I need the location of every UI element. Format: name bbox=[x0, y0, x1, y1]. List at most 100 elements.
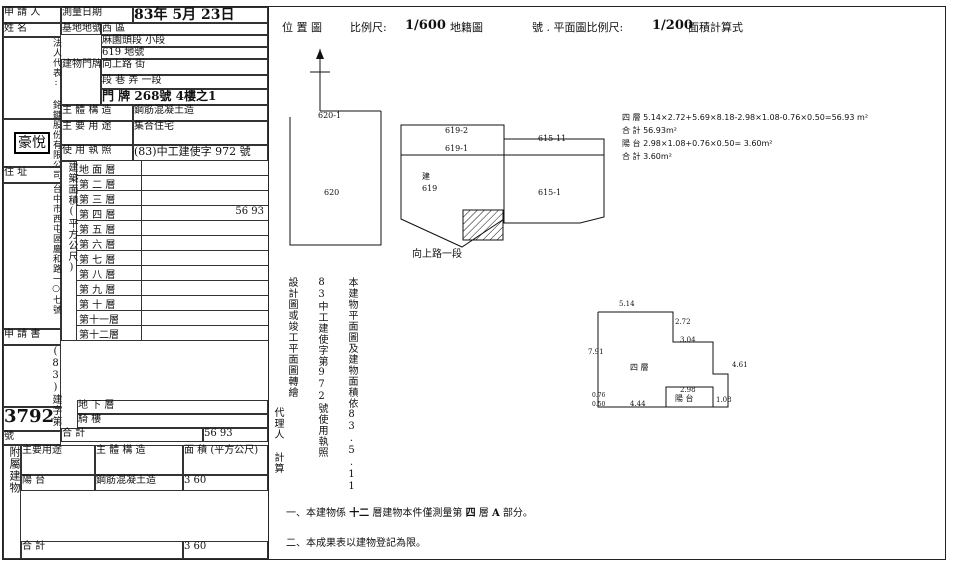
building-area-label: 建築面積(平方公尺) bbox=[61, 161, 77, 341]
building-survey-sheet: 申 請 人 姓 名 測量日期 83年 5月 23日 基地地號 西 區 麻園頭段 … bbox=[2, 6, 946, 560]
address-label: 住 址 bbox=[3, 167, 61, 183]
area-calc-label: 面積計算式 bbox=[688, 21, 743, 34]
floor-label: 第 九 層 bbox=[77, 281, 142, 296]
calc-line: 合 計 56.93m² bbox=[622, 126, 677, 135]
lot-619: 619 bbox=[422, 184, 438, 193]
survey-date-label: 測量日期 bbox=[61, 7, 133, 23]
dim-b4: 0.76 bbox=[592, 392, 606, 399]
annex-row-area: 3 60 bbox=[183, 475, 268, 491]
base-land-label: 基地地號 bbox=[61, 23, 102, 35]
applicant-seal: 豪悅 bbox=[3, 119, 61, 167]
floor-row: 第 六 層 bbox=[77, 236, 268, 251]
annex-row-structure: 鋼筋混凝土造 bbox=[95, 475, 183, 491]
agent-text: 代理人 計算 bbox=[272, 407, 283, 474]
dim-r2: 3.04 bbox=[680, 336, 696, 344]
floor-row: 第 三 層 bbox=[77, 191, 268, 206]
floor-row: 第 十 層 bbox=[77, 296, 268, 311]
applicant-name-vertical: 法人代表: 銘鍵股份有限公司 bbox=[3, 37, 61, 180]
annex-total-label: 合 計 bbox=[21, 541, 183, 559]
road-row: 向上路 街 bbox=[101, 59, 268, 75]
lot-619-2: 619-2 bbox=[445, 126, 469, 135]
floor-area bbox=[142, 281, 268, 295]
land-no-row: 619 地號 bbox=[101, 47, 268, 59]
floor-label: 地 面 層 bbox=[77, 161, 142, 176]
floor-label: 第 十 層 bbox=[77, 296, 142, 311]
floor-row: 第 五 層 bbox=[77, 221, 268, 236]
lane-row: 段 巷 弄 一段 bbox=[101, 75, 268, 89]
dim-b5: 0.50 bbox=[592, 401, 606, 408]
vertical-note-1: 設計圖或竣工平面圖轉繪 bbox=[286, 277, 297, 398]
floor-area bbox=[142, 296, 268, 310]
floor-row: 第 九 層 bbox=[77, 281, 268, 296]
floor-label: 第 五 層 bbox=[77, 221, 142, 236]
area-calculation: 四 層 5.14×2.72+5.69×8.18-2.98×1.08-0.76×0… bbox=[622, 111, 942, 163]
plan-scale: 1/200 bbox=[652, 18, 693, 33]
floor-label: 第 八 層 bbox=[77, 266, 142, 281]
balcony-label: 陽 台 bbox=[675, 394, 694, 403]
main-use-value: 集合住宅 bbox=[133, 121, 268, 145]
annex-use-label: 主要用途 bbox=[21, 445, 95, 475]
floor-label: 第 三 層 bbox=[77, 191, 142, 206]
floor-area bbox=[142, 236, 268, 250]
main-use-label: 主 要 用 途 bbox=[61, 121, 133, 145]
footnote-1: 一、本建物係 十二 層建物本件僅測量第 四 層 A 部分。 bbox=[286, 508, 533, 519]
lot-615-1: 615-1 bbox=[538, 188, 562, 197]
survey-info-table: 申 請 人 姓 名 測量日期 83年 5月 23日 基地地號 西 區 麻園頭段 … bbox=[3, 7, 269, 559]
basement-label: 地 下 層 bbox=[77, 400, 268, 414]
floor-area bbox=[142, 221, 268, 235]
floor-label: 第 七 層 bbox=[77, 251, 142, 266]
main-structure-label: 主 體 構 造 bbox=[61, 105, 133, 121]
floor-row: 第 七 層 bbox=[77, 251, 268, 266]
plan-drawing-area: 位 置 圖 比例尺: 1/600 地籍圖 號 . 平面圖比例尺: 1/200 面… bbox=[270, 7, 945, 559]
build-mark: 建 bbox=[422, 172, 430, 181]
annex-area-label: 面 積 (平方公尺) bbox=[183, 445, 268, 475]
location-ref: 地籍圖 bbox=[450, 21, 483, 34]
door-row: 門 牌 268號 4樓之1 bbox=[101, 89, 268, 105]
total-area: 56 93 bbox=[203, 428, 268, 442]
lot-620: 620 bbox=[324, 188, 340, 197]
application-label: 申 請 書 bbox=[3, 329, 61, 345]
plan-label: 號 . 平面圖比例尺: bbox=[532, 21, 624, 34]
lot-619-1: 619-1 bbox=[445, 144, 469, 153]
road-label: 向上路一段 bbox=[412, 249, 462, 260]
floor-row: 第十一層 bbox=[77, 311, 268, 326]
application-no-vertical: (83)建字第 bbox=[3, 345, 61, 427]
permit-value: (83)中工建使字 972 號 bbox=[133, 145, 268, 161]
floor-row: 地 面 層 bbox=[77, 161, 268, 176]
district-row: 西 區 bbox=[101, 23, 268, 35]
calc-line: 陽 台 2.98×1.08+0.76×0.50= 3.60m² bbox=[622, 139, 773, 148]
dim-r1: 2.72 bbox=[675, 318, 691, 326]
dim-top: 5.14 bbox=[619, 300, 635, 308]
permit-label: 使 用 執 照 bbox=[61, 145, 133, 161]
dim-right: 4.61 bbox=[732, 361, 748, 369]
floor-area bbox=[142, 326, 268, 340]
floor-area bbox=[142, 251, 268, 265]
dim-b1: 2.98 bbox=[680, 386, 696, 394]
main-structure-value: 鋼筋混凝土造 bbox=[133, 105, 268, 121]
floor-area bbox=[142, 191, 268, 205]
annex-row-use: 陽 台 bbox=[21, 475, 95, 491]
location-title: 位 置 圖 bbox=[282, 21, 322, 34]
arcade-label: 騎 樓 bbox=[77, 414, 268, 428]
footnote-2: 二、本成果表以建物登記為限。 bbox=[286, 538, 426, 549]
application-suffix: 號 bbox=[3, 431, 61, 445]
application-number: 3792 bbox=[3, 407, 61, 431]
total-label: 合 計 bbox=[61, 428, 203, 442]
vertical-note-2: 83中工建使字第972號使用執照 bbox=[316, 277, 327, 458]
location-scale-label: 比例尺: bbox=[350, 21, 387, 34]
floor-row: 第 二 層 bbox=[77, 176, 268, 191]
floor-area: 56 93 bbox=[235, 206, 264, 217]
land-section-row: 麻園頭段 小段 bbox=[101, 35, 268, 47]
annex-label: 附屬建物 bbox=[3, 445, 21, 559]
location-scale: 1/600 bbox=[405, 18, 446, 33]
dim-b3: 1.08 bbox=[716, 396, 732, 404]
floor-label: 第 六 層 bbox=[77, 236, 142, 251]
annex-structure-label: 主 體 構 造 bbox=[95, 445, 183, 475]
lot-615-11: 615-11 bbox=[538, 134, 567, 143]
floor-label: 第十二層 bbox=[77, 326, 142, 341]
name-label-cell: 姓 名 bbox=[3, 23, 61, 37]
dim-b2: 4.44 bbox=[630, 400, 646, 408]
lot-620-1: 620-1 bbox=[318, 111, 342, 120]
